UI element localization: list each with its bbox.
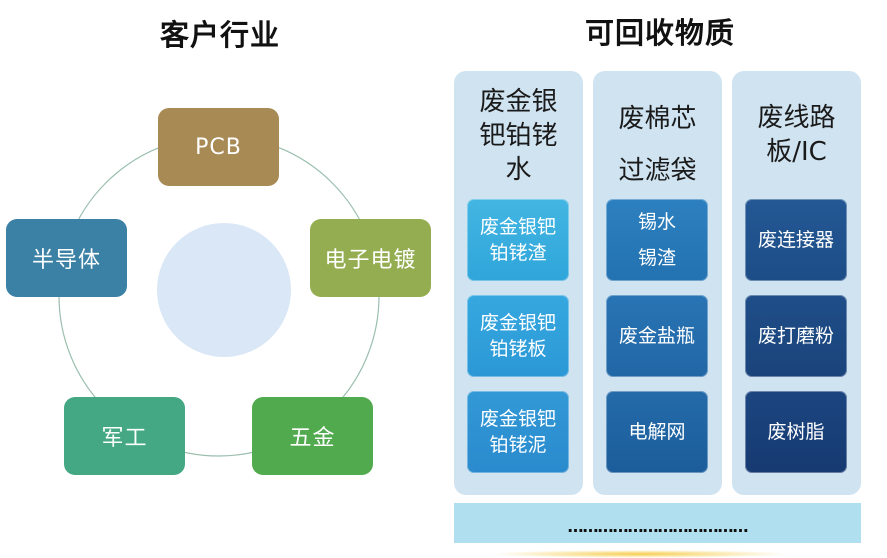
ellipsis-text: ………………………………	[567, 517, 749, 536]
recyclables-title: 可回收物质	[584, 16, 735, 50]
recyclable-item: 废金盐瓶	[606, 295, 708, 377]
recyclable-item: 废连接器	[745, 199, 847, 281]
industry-node-military: 军工	[64, 397, 185, 475]
industry-node-hardware: 五金	[252, 397, 373, 475]
recyclable-item: 电解网	[606, 391, 708, 473]
center-circle	[157, 223, 291, 357]
industry-node-pcb: PCB	[158, 108, 279, 186]
recyclable-column-circuit-boards: 废线路板/IC 废连接器 废打磨粉 废树脂	[732, 71, 861, 495]
column-heading: 废棉芯过滤袋	[618, 104, 697, 186]
column-heading: 废金银钯铂铑水	[479, 87, 558, 185]
node-label: 半导体	[31, 248, 101, 273]
node-label: PCB	[195, 134, 242, 160]
industry-node-electroplating: 电子电镀	[310, 219, 431, 297]
recyclable-column-precious-water: 废金银钯铂铑水 废金银钯铂铑渣 废金银钯铂铑板 废金银钯铂铑泥	[454, 71, 583, 495]
recyclable-item: 废金银钯铂铑渣	[467, 199, 569, 281]
decorative-glow	[490, 550, 790, 558]
recyclable-column-filter-bags: 废棉芯过滤袋 锡水锡渣 废金盐瓶 电解网	[593, 71, 722, 495]
recyclable-item: 废金银钯铂铑板	[467, 295, 569, 377]
more-items-bar: ………………………………	[454, 503, 861, 543]
node-label: 军工	[101, 426, 148, 451]
recyclable-item: 锡水锡渣	[606, 199, 708, 281]
recyclable-item: 废金银钯铂铑泥	[467, 391, 569, 473]
customer-industry-title: 客户行业	[159, 18, 280, 52]
recyclable-item: 废打磨粉	[745, 295, 847, 377]
column-heading: 废线路板/IC	[757, 103, 836, 167]
node-label: 五金	[289, 426, 336, 451]
node-label: 电子电镀	[324, 248, 417, 273]
industry-node-semiconductor: 半导体	[6, 219, 127, 297]
recyclable-item: 废树脂	[745, 391, 847, 473]
